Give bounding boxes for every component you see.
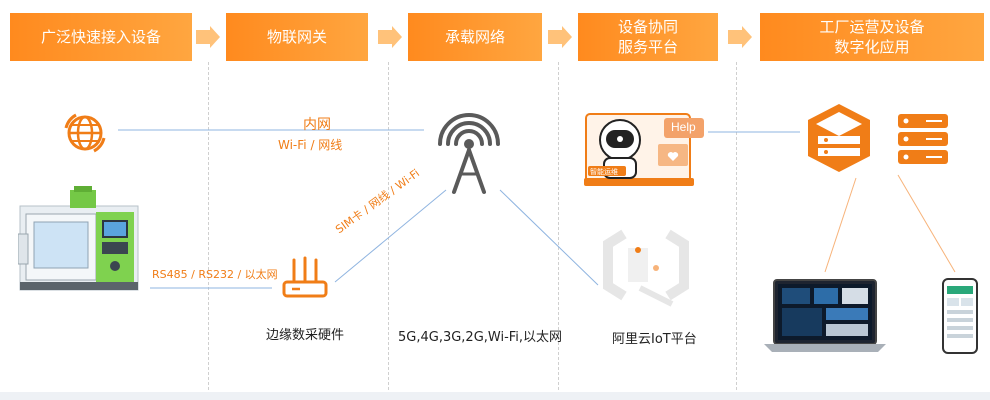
- column-divider: [388, 62, 389, 400]
- header-service-platform: 设备协同 服务平台: [578, 13, 718, 61]
- phone-app-image: [942, 278, 978, 354]
- column-divider: [736, 62, 737, 400]
- globe-icon: [64, 113, 106, 153]
- aliyun-platform-caption: 阿里云IoT平台: [612, 332, 697, 347]
- robot-support-icon: Help 智能运维: [584, 110, 706, 188]
- header-arrow-icon: [728, 26, 752, 48]
- bottom-strip: [0, 392, 990, 400]
- antenna-tower-icon: [438, 113, 500, 194]
- help-label: Help: [671, 120, 696, 134]
- header-arrow-icon: [548, 26, 572, 48]
- aliyun-iot-logo: [603, 229, 689, 307]
- header-iot-gateway: 物联网关: [226, 13, 368, 61]
- server-laptop-line: [824, 177, 857, 273]
- header-arrow-icon: [196, 26, 220, 48]
- edge-hardware-caption: 边缘数采硬件: [266, 328, 345, 343]
- laptop-dashboard-image: [764, 279, 886, 352]
- header-digital-apps: 工厂运营及设备 数字化应用: [760, 13, 984, 61]
- sim-line: [334, 189, 447, 283]
- header-device-access: 广泛快速接入设备: [10, 13, 192, 61]
- wifi-cable-label: Wi-Fi / 网线: [278, 138, 343, 152]
- column-divider: [558, 62, 559, 400]
- router-icon: [282, 256, 328, 298]
- header-arrow-icon: [378, 26, 402, 48]
- database-icon: [898, 114, 948, 164]
- column-divider: [208, 62, 209, 400]
- network-types-caption: 5G,4G,3G,2G,Wi-Fi,以太网: [398, 330, 563, 345]
- intranet-label: 内网: [303, 117, 331, 133]
- server-phone-line: [897, 174, 956, 273]
- rs485-label: RS485 / RS232 / 以太网: [152, 268, 278, 281]
- robot-support-illustration: [584, 113, 704, 186]
- cloud-line: [499, 189, 599, 286]
- cnc-machine-image: [18, 186, 139, 291]
- server-stack-icon: [808, 104, 870, 172]
- ops-tag-label: 智能运维: [590, 168, 618, 176]
- header-bearer-network: 承载网络: [408, 13, 542, 61]
